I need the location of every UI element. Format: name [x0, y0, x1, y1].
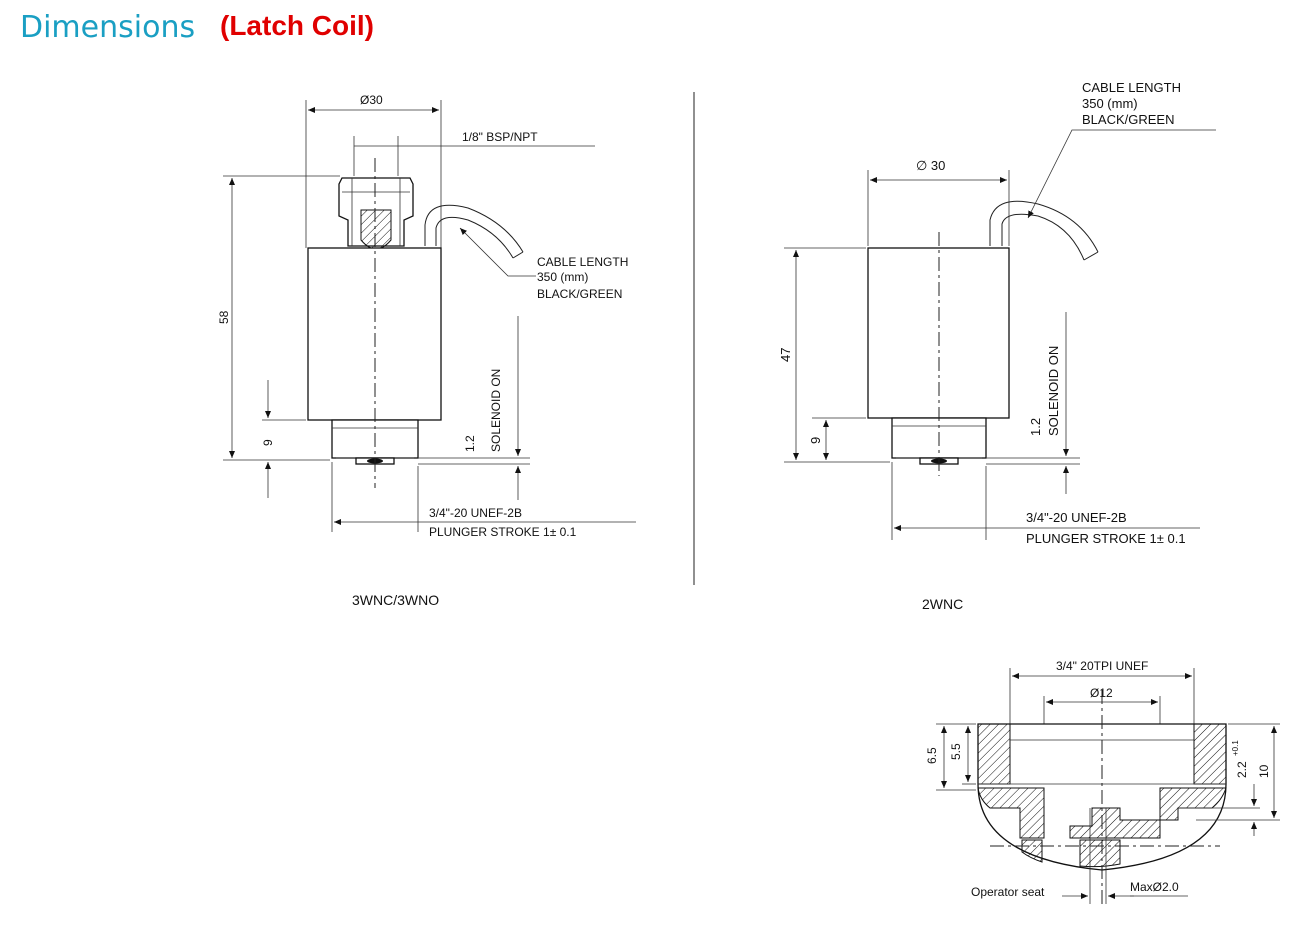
detail-depth-b: 5.5	[949, 743, 963, 760]
detail-depth-c-tolerance: +0.1	[1231, 740, 1240, 756]
dim-diameter-2wnc: ∅ 30	[916, 158, 945, 173]
dim-port-3wnc: 1/8" BSP/NPT	[462, 130, 538, 144]
page-subtitle: (Latch Coil)	[220, 10, 374, 41]
detail-height: 10	[1257, 764, 1271, 778]
detail-max-dia-label: MaxØ2.0	[1130, 880, 1179, 894]
detail-depth-c: 2.2	[1235, 761, 1249, 778]
cable-label-2wnc-line1: CABLE LENGTH	[1082, 80, 1181, 95]
cable-label-2wnc-line2: 350 (mm)	[1082, 96, 1138, 111]
thread-label-3wnc: 3/4"-20 UNEF-2B	[429, 506, 522, 520]
thread-label-2wnc: 3/4"-20 UNEF-2B	[1026, 510, 1127, 525]
detail-thread-label: 3/4" 20TPI UNEF	[1056, 659, 1148, 673]
solenoid-label-3wnc: SOLENOID ON	[489, 369, 503, 452]
dim-height-base-3wnc: 9	[261, 439, 275, 446]
cable-label-3wnc-line1: CABLE LENGTH	[537, 255, 628, 269]
plunger-label-3wnc: PLUNGER STROKE 1± 0.1	[429, 525, 577, 539]
plunger-label-2wnc: PLUNGER STROKE 1± 0.1	[1026, 531, 1186, 546]
dim-height-total-3wnc: 58	[217, 310, 231, 324]
drawing-3wnc: Ø30 1/8" BSP/NPT CABLE LENGTH 350 (mm) B…	[217, 93, 636, 608]
page-title: Dimensions	[20, 10, 196, 45]
cable-label-3wnc-line3: BLACK/GREEN	[537, 287, 622, 301]
dim-height-base-2wnc: 9	[808, 437, 823, 444]
caption-3wnc: 3WNC/3WNO	[352, 592, 439, 608]
dim-stroke-2wnc: 1.2	[1028, 418, 1043, 436]
dim-diameter-3wnc: Ø30	[360, 93, 383, 107]
drawing-detail-section: 3/4" 20TPI UNEF Ø12 6.5 5.5	[925, 659, 1280, 905]
detail-seat-label: Operator seat	[971, 885, 1045, 899]
caption-2wnc: 2WNC	[922, 596, 963, 612]
solenoid-label-2wnc: SOLENOID ON	[1046, 346, 1061, 436]
cable-label-3wnc-line2: 350 (mm)	[537, 270, 588, 284]
detail-depth-a: 6.5	[925, 747, 939, 764]
dim-stroke-3wnc: 1.2	[463, 435, 477, 452]
dim-height-total-2wnc: 47	[778, 348, 793, 362]
drawing-2wnc: ∅ 30 CABLE LENGTH 350 (mm) BLACK/GREEN 4…	[778, 80, 1216, 612]
cable-label-2wnc-line3: BLACK/GREEN	[1082, 112, 1174, 127]
